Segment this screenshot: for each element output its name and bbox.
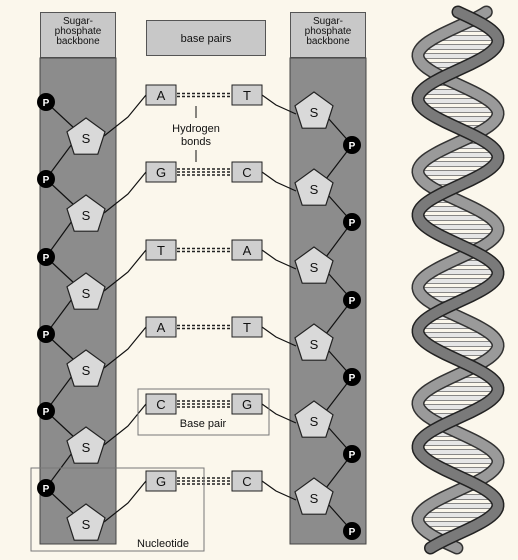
left-phosphate-label: P xyxy=(43,175,50,186)
right-base-label: G xyxy=(242,397,252,412)
left-base-label: A xyxy=(157,320,166,335)
right-sugar-label: S xyxy=(310,337,319,352)
right-base-label: T xyxy=(243,320,251,335)
right-base-label: C xyxy=(242,474,251,489)
nucleotide-label: Nucleotide xyxy=(137,538,189,550)
right-sugar-label: S xyxy=(310,182,319,197)
right-base-label: C xyxy=(242,165,251,180)
left-phosphate-label: P xyxy=(43,98,50,109)
left-phosphate-label: P xyxy=(43,407,50,418)
left-sugar-label: S xyxy=(82,440,91,455)
right-phosphate-label: P xyxy=(349,373,356,384)
left-base-label: C xyxy=(156,397,165,412)
hydrogen-bonds-label-line-1: Hydrogen xyxy=(172,123,220,135)
right-phosphate-label: P xyxy=(349,218,356,229)
left-base-label: A xyxy=(157,88,166,103)
left-base-label: G xyxy=(156,474,166,489)
right-phosphate-label: P xyxy=(349,141,356,152)
double-helix-illustration xyxy=(418,12,498,548)
left-phosphate-label: P xyxy=(43,253,50,264)
hydrogen-bonds-label-line-2: bonds xyxy=(181,136,211,148)
right-phosphate-label: P xyxy=(349,527,356,538)
left-phosphate-label: P xyxy=(43,484,50,495)
right-sugar-label: S xyxy=(310,105,319,120)
left-base-label: T xyxy=(157,243,165,258)
right-phosphate-label: P xyxy=(349,296,356,307)
right-sugar-label: S xyxy=(310,260,319,275)
base-pair-label: Base pair xyxy=(180,418,227,430)
left-base-label: G xyxy=(156,165,166,180)
left-sugar-label: S xyxy=(82,517,91,532)
left-sugar-label: S xyxy=(82,363,91,378)
left-sugar-label: S xyxy=(82,286,91,301)
left-phosphate-label: P xyxy=(43,330,50,341)
left-sugar-label: S xyxy=(82,131,91,146)
right-phosphate-label: P xyxy=(349,450,356,461)
right-base-label: A xyxy=(243,243,252,258)
right-sugar-label: S xyxy=(310,491,319,506)
right-base-label: T xyxy=(243,88,251,103)
right-sugar-label: S xyxy=(310,414,319,429)
left-sugar-label: S xyxy=(82,208,91,223)
